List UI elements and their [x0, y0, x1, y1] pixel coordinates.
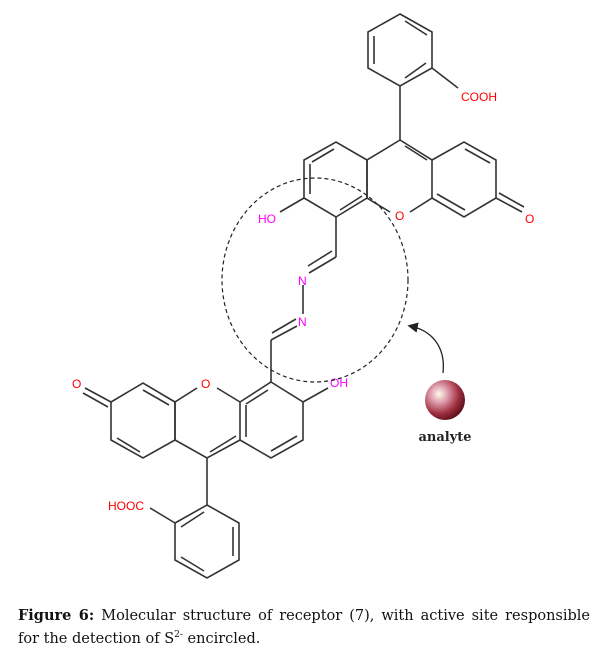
- keto-oxygen-label: O: [525, 212, 534, 226]
- hooc-label: HOOC: [108, 499, 144, 513]
- analyte-ball-icon: [425, 380, 465, 420]
- molecular-structure: COOH HO O O N N OH O O HOOC analyte: [72, 13, 534, 579]
- caption-superscript: 2-: [174, 630, 183, 640]
- top-xanthene: [270, 139, 525, 382]
- top-benzene-ring: [367, 13, 459, 140]
- analyte-label: analyte: [418, 430, 471, 445]
- ho-label: HO: [258, 212, 276, 226]
- caption-label: Figure 6:: [18, 607, 95, 624]
- ring-oxygen-label: O: [201, 377, 210, 391]
- caption-text: Molecular structure of receptor (7), wit…: [18, 608, 590, 647]
- active-site-circle: [221, 177, 409, 383]
- nitrogen-label: N: [298, 315, 307, 329]
- arrow-icon: [407, 322, 444, 374]
- nitrogen-label: N: [298, 274, 307, 288]
- figure-caption: Figure 6: Molecular structure of recepto…: [18, 606, 590, 649]
- keto-oxygen-label: O: [72, 377, 81, 391]
- bottom-xanthene: [82, 381, 329, 579]
- ring-oxygen-label: O: [395, 209, 404, 223]
- cooh-label: COOH: [461, 90, 497, 104]
- caption-text-end: encircled.: [182, 630, 261, 647]
